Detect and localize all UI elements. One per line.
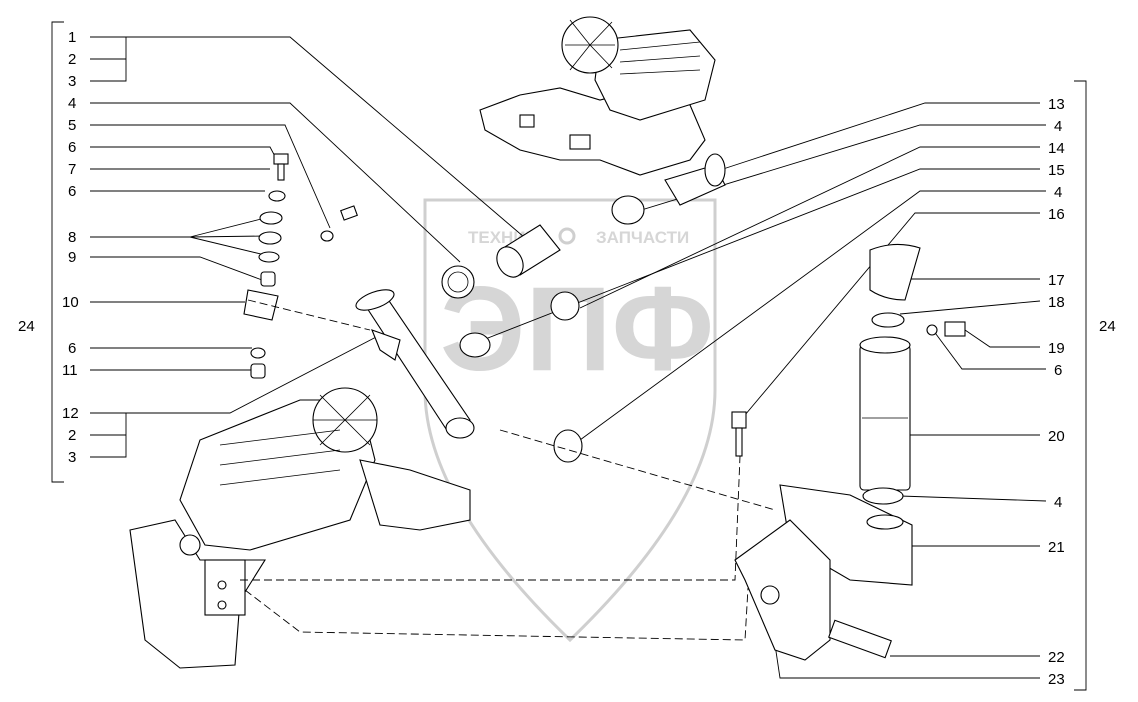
callout-6b: 6 — [68, 183, 76, 200]
top-engine-illustration — [479, 16, 716, 176]
callout-4c: 4 — [1054, 184, 1062, 201]
callout-4d: 4 — [1054, 494, 1062, 511]
callout-3: 3 — [68, 73, 76, 90]
callout-6d: 6 — [1054, 362, 1062, 379]
callout-23: 23 — [1048, 671, 1065, 688]
callout-10: 10 — [62, 294, 79, 311]
left-callouts: 1 2 3 4 5 6 7 6 8 9 10 6 11 12 2 3 — [62, 29, 79, 466]
left-fasteners — [243, 153, 358, 379]
bushing-23 — [760, 585, 780, 605]
callout-14: 14 — [1048, 140, 1065, 157]
washer-6c — [250, 347, 266, 359]
washer-6d — [926, 324, 938, 336]
callout-2: 2 — [68, 51, 76, 68]
right-group-label: 24 — [1099, 318, 1116, 335]
callout-7: 7 — [68, 161, 76, 178]
clamp-4-left — [441, 265, 475, 299]
callout-1: 1 — [68, 29, 76, 46]
callout-22: 22 — [1048, 649, 1065, 666]
bolt-19 — [944, 321, 966, 337]
callout-3b: 3 — [68, 449, 76, 466]
washer-8c — [258, 251, 280, 263]
nut-11 — [250, 363, 266, 379]
clamp-4-lower — [553, 429, 583, 463]
washer-8b — [258, 231, 282, 245]
right-callouts: 13 4 14 15 4 16 17 18 19 6 20 4 21 22 23 — [1048, 96, 1065, 688]
right-group-bracket: 24 — [1074, 80, 1116, 691]
callout-4: 4 — [68, 95, 76, 112]
callout-9: 9 — [68, 249, 76, 266]
watermark-word-right: ЗАПЧАСТИ — [596, 228, 689, 247]
bracket-21 — [734, 519, 831, 661]
washer-6 — [268, 190, 286, 202]
callout-6: 6 — [68, 139, 76, 156]
filter-assembly — [731, 243, 966, 661]
filter-20 — [859, 344, 911, 491]
watermark-big-letters: ЭПФ — [440, 262, 714, 396]
ring-18 — [871, 312, 905, 328]
bolt-7-head — [273, 153, 289, 165]
callout-5: 5 — [68, 117, 76, 134]
intake-pipe-assembly — [355, 153, 726, 463]
clamp-14 — [550, 291, 580, 321]
watermark: ТЕХНИКА ЗАПЧАСТИ ЭПФ — [423, 198, 717, 643]
clamp-4-top — [611, 195, 645, 225]
callout-12: 12 — [62, 405, 79, 422]
callout-19: 19 — [1048, 340, 1065, 357]
callout-16: 16 — [1048, 206, 1065, 223]
left-group-label: 24 — [18, 318, 35, 335]
bolt-16-head — [731, 411, 747, 429]
callout-11: 11 — [62, 362, 78, 379]
left-group-bracket: 24 — [18, 21, 127, 483]
cap-17 — [869, 243, 921, 301]
washer-8a — [259, 211, 283, 225]
callout-4b: 4 — [1054, 118, 1062, 135]
callout-20: 20 — [1048, 428, 1065, 445]
callout-13: 13 — [1048, 96, 1065, 113]
bracket-10 — [243, 289, 279, 321]
installation-dashed-lines — [240, 299, 776, 641]
clamp-4-right — [862, 487, 904, 505]
callout-8: 8 — [68, 229, 76, 246]
washer-4 — [320, 230, 334, 242]
callout-6c: 6 — [68, 340, 76, 357]
bolt-16-shank — [735, 427, 743, 457]
bolt-5 — [340, 205, 358, 221]
leader-lines-left — [90, 36, 546, 414]
bolt-7-shank — [277, 163, 285, 181]
callout-21: 21 — [1048, 539, 1065, 556]
clamp-15 — [459, 332, 491, 358]
callout-15: 15 — [1048, 162, 1065, 179]
callout-17: 17 — [1048, 272, 1065, 289]
bottom-engine-illustration — [129, 387, 471, 669]
spacer-9 — [260, 271, 276, 287]
bolt-22 — [828, 619, 892, 659]
callout-2b: 2 — [68, 427, 76, 444]
callout-18: 18 — [1048, 294, 1065, 311]
